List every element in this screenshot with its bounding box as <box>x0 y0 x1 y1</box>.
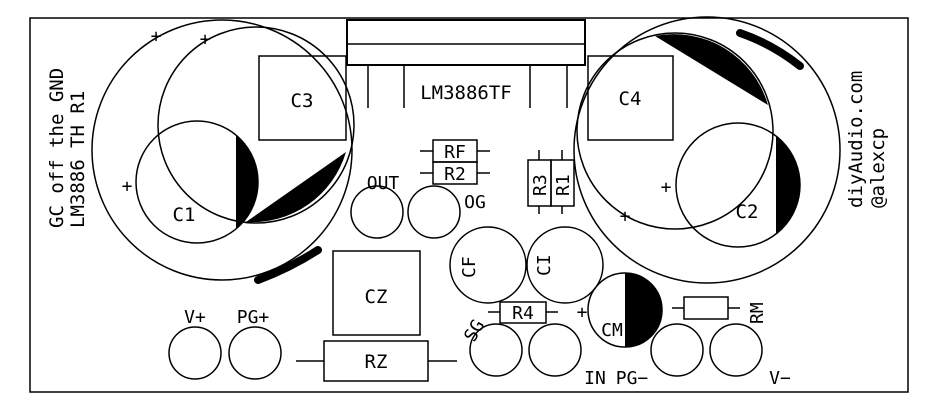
v-minus-pad-ring <box>709 323 763 377</box>
bulk-cap-outline-large <box>91 19 353 281</box>
ic-label: LM3886TF <box>420 82 512 104</box>
resistor-r4: R4 <box>488 301 558 324</box>
ic-lm3886tf: LM3886TF <box>346 19 586 108</box>
og-label: OG <box>464 192 486 213</box>
capacitor-c1: + C1 <box>122 120 259 244</box>
v-plus-label: V+ <box>184 307 206 328</box>
ic-heatsink-tab <box>346 19 586 66</box>
bulk-cap-outline <box>157 26 355 224</box>
resistor-r1: R1 <box>550 150 575 214</box>
r4-label: R4 <box>512 303 534 324</box>
c3-label: C3 <box>291 90 314 112</box>
c1-polarity-band <box>236 135 259 229</box>
plus-mark: + <box>200 29 211 50</box>
plus-mark: + <box>661 177 672 198</box>
capacitor-cz: CZ <box>332 250 421 336</box>
r3-label: R3 <box>530 174 551 196</box>
board-outline <box>29 17 909 393</box>
c2-label: C2 <box>736 201 759 223</box>
bulk-cap-outline <box>576 32 774 230</box>
plus-mark: + <box>151 26 162 47</box>
r2-label: R2 <box>444 164 466 185</box>
ci-outline <box>526 226 604 304</box>
resistor-rm: RM <box>672 296 768 324</box>
pad-pg-minus: PG− <box>616 323 704 389</box>
og-pad-ring <box>407 185 461 239</box>
resistor-rf: RF <box>420 139 490 163</box>
right-bulk-capacitors: + <box>573 16 841 284</box>
right-note-line-1: diyAudio.com <box>845 71 867 208</box>
c3-outline <box>258 55 347 141</box>
resistor-r2: R2 <box>420 161 490 185</box>
capacitor-ci: CI <box>526 226 604 304</box>
plus-mark: + <box>122 176 133 197</box>
cz-label: CZ <box>365 286 388 308</box>
v-plus-pad-ring <box>168 326 222 380</box>
cf-outline <box>449 226 527 304</box>
pg-plus-label: PG+ <box>237 307 270 328</box>
plus-mark: + <box>620 206 631 227</box>
cf-label: CF <box>459 256 480 278</box>
cm-label: CM <box>601 320 623 341</box>
cm-polarity-band <box>625 273 662 347</box>
left-bulk-capacitors: + + <box>91 19 355 284</box>
right-note-line-2: @alexcp <box>867 128 889 208</box>
pg-minus-label: PG− <box>616 368 649 389</box>
pad-og: OG <box>407 185 486 239</box>
pad-out: OUT <box>350 173 404 239</box>
cz-outline <box>332 250 421 336</box>
c4-outline <box>587 55 674 141</box>
bulk-cap-arc-mark <box>736 29 804 70</box>
pg-minus-pad-ring <box>650 323 704 377</box>
rz-label: RZ <box>365 351 388 373</box>
capacitor-c3: C3 <box>258 55 347 141</box>
sg-pad-ring <box>469 323 523 377</box>
sg-label: SG <box>460 316 489 345</box>
resistor-r3: R3 <box>527 150 552 214</box>
in-label: IN <box>584 368 606 389</box>
pad-in: IN <box>528 323 606 389</box>
in-pad-ring <box>528 323 582 377</box>
pg-plus-pad-ring <box>228 326 282 380</box>
rm-label: RM <box>747 302 768 324</box>
r1-label: R1 <box>553 174 574 196</box>
pad-pg-plus: PG+ <box>228 307 282 380</box>
left-note-line-2: LM3886 TH R1 <box>67 91 89 228</box>
capacitor-cf: CF <box>449 226 527 304</box>
resistor-rz: RZ <box>296 340 457 382</box>
c4-label: C4 <box>619 88 642 110</box>
rf-label: RF <box>444 142 466 163</box>
capacitor-c2: + C2 <box>661 122 801 248</box>
pad-v-plus: V+ <box>168 307 222 380</box>
out-pad-ring <box>350 185 404 239</box>
bulk-cap-outline-large <box>573 16 841 284</box>
c1-label: C1 <box>173 204 196 226</box>
capacitor-c4: C4 <box>587 55 674 141</box>
ci-label: CI <box>534 254 555 276</box>
left-note-line-1: GC off the GND <box>46 68 68 228</box>
v-minus-label: V− <box>769 368 791 389</box>
capacitor-cm: + CM <box>577 272 663 348</box>
out-label: OUT <box>367 173 400 194</box>
plus-mark: + <box>577 302 588 323</box>
pad-sg: SG <box>460 316 523 377</box>
rm-body <box>683 296 729 320</box>
bulk-cap-arc-mark <box>254 246 322 284</box>
bulk-cap-polarity-band <box>246 152 346 223</box>
c2-polarity-band <box>776 136 801 234</box>
pad-v-minus: V− <box>709 323 791 389</box>
bulk-cap-polarity-band <box>655 34 768 105</box>
